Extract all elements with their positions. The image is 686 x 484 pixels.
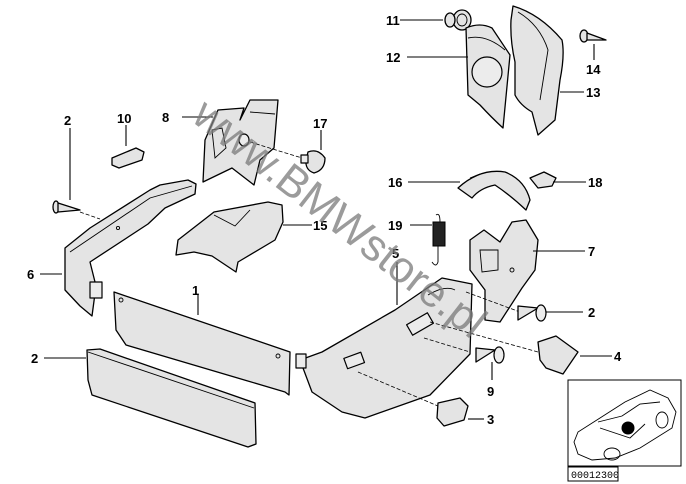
callout-2-left[interactable]: 2 bbox=[64, 113, 71, 128]
part-12-grommet[interactable] bbox=[444, 9, 472, 31]
callout-20[interactable]: 19 bbox=[388, 218, 402, 233]
callout-8[interactable]: 7 bbox=[588, 244, 595, 259]
callout-13[interactable]: 12 bbox=[386, 50, 400, 65]
callout-5[interactable]: 4 bbox=[614, 349, 622, 364]
car-outline-icon bbox=[573, 389, 677, 461]
part-17-bracket[interactable] bbox=[457, 170, 531, 211]
callout-17[interactable]: 16 bbox=[388, 175, 402, 190]
part-7-side-trim-left[interactable] bbox=[64, 179, 197, 317]
assembly-line-18 bbox=[249, 141, 303, 159]
part-10-cover-left[interactable] bbox=[202, 99, 279, 186]
part-18-knob[interactable] bbox=[300, 150, 326, 174]
assembly-line-4 bbox=[357, 371, 439, 407]
callout-7[interactable]: 6 bbox=[27, 267, 34, 282]
part-16-trim[interactable] bbox=[175, 201, 284, 273]
part-5-cover-cap[interactable] bbox=[537, 335, 579, 375]
location-marker-icon bbox=[621, 421, 635, 435]
callout-1[interactable]: 1 bbox=[192, 283, 199, 298]
part-8-cover-right[interactable] bbox=[469, 219, 539, 323]
callout-4[interactable]: 3 bbox=[487, 412, 494, 427]
part-19-clip[interactable] bbox=[529, 171, 557, 189]
callout-18[interactable]: 17 bbox=[313, 116, 327, 131]
callout-3[interactable]: 2 bbox=[31, 351, 38, 366]
callout-12[interactable]: 11 bbox=[386, 13, 400, 28]
assembly-line-2-left bbox=[79, 211, 101, 220]
part-4-cap[interactable] bbox=[436, 397, 469, 427]
car-location-thumbnail: 00012300 bbox=[567, 379, 682, 482]
callout-9[interactable]: 9 bbox=[487, 384, 494, 399]
callout-10[interactable]: 8 bbox=[162, 110, 169, 125]
callout-19[interactable]: 18 bbox=[588, 175, 602, 190]
part-20-spring[interactable] bbox=[431, 213, 446, 266]
callout-16[interactable]: 15 bbox=[313, 218, 327, 233]
assembly-line-9 bbox=[423, 337, 471, 353]
part-2-screw-right[interactable] bbox=[517, 304, 547, 322]
callout-14[interactable]: 13 bbox=[586, 85, 600, 100]
reference-number: 00012300 bbox=[571, 471, 619, 482]
part-13-cover[interactable] bbox=[465, 24, 511, 129]
part-14-cover[interactable] bbox=[510, 5, 564, 136]
assembly-line-2-right bbox=[465, 291, 521, 313]
callout-6[interactable]: 5 bbox=[392, 246, 399, 261]
part-6-side-trim-right[interactable] bbox=[295, 277, 473, 419]
part-2-screw-left[interactable] bbox=[52, 200, 81, 214]
callout-2-right[interactable]: 2 bbox=[588, 305, 595, 320]
part-1-trim-panel[interactable] bbox=[113, 291, 291, 396]
part-3-lower-panel[interactable] bbox=[86, 348, 257, 448]
callout-11[interactable]: 10 bbox=[117, 111, 131, 126]
callout-15[interactable]: 14 bbox=[586, 62, 601, 77]
part-9-screw[interactable] bbox=[475, 346, 505, 364]
part-15-screw[interactable] bbox=[579, 29, 607, 43]
assembly-line-5 bbox=[429, 321, 539, 353]
part-11-cap[interactable] bbox=[111, 147, 145, 169]
